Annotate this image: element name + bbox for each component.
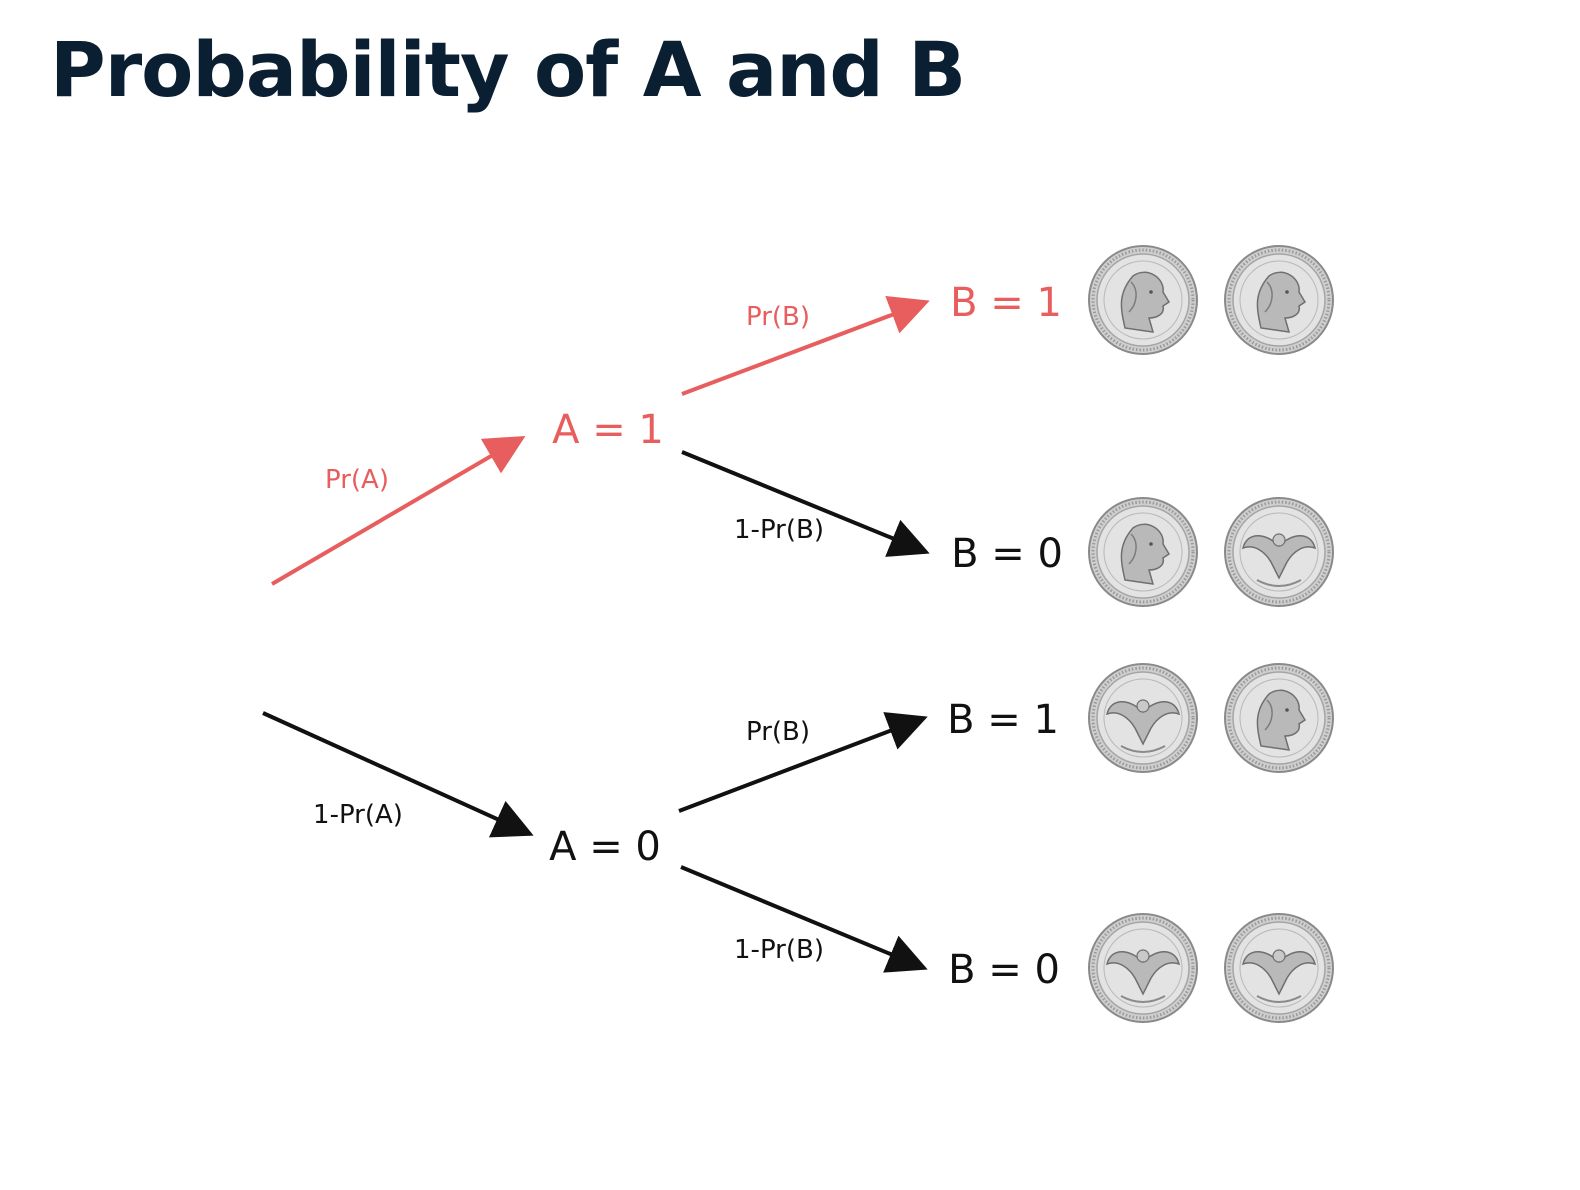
edge-root-to-a1: [270, 435, 526, 586]
edge-label-a0-b1: Pr(B): [746, 717, 810, 747]
edge-label-a1-b1: Pr(B): [746, 302, 810, 332]
edge-a1-to-b1: [681, 295, 930, 396]
coin-heads-icon: [1088, 497, 1198, 607]
page-title: Probability of A and B: [50, 25, 966, 114]
coin-tails-icon: [1088, 913, 1198, 1023]
coin-heads-icon: [1224, 245, 1334, 355]
node-a0-b0: B = 0: [948, 947, 1060, 993]
coin-heads-icon: [1224, 663, 1334, 773]
coin-tails-icon: [1224, 913, 1334, 1023]
node-a1-b0: B = 0: [951, 531, 1063, 577]
edge-a1-to-b0: [681, 450, 930, 557]
edge-label-a0-b0: 1-Pr(B): [734, 935, 824, 965]
node-a0: A = 0: [549, 824, 661, 870]
edge-label-a1-b0: 1-Pr(B): [734, 515, 824, 545]
edge-a0-to-b0: [680, 865, 928, 973]
edge-label-root-a1: Pr(A): [325, 465, 389, 495]
edge-a0-to-b1: [678, 712, 928, 813]
coin-tails-icon: [1224, 497, 1334, 607]
edge-label-root-a0: 1-Pr(A): [313, 800, 403, 830]
node-a0-b1: B = 1: [947, 697, 1059, 743]
edge-root-to-a0: [262, 711, 534, 838]
node-a1-b1: B = 1: [950, 280, 1062, 326]
coin-heads-icon: [1088, 245, 1198, 355]
coin-outcomes: [1088, 245, 1334, 1023]
node-a1: A = 1: [552, 407, 664, 453]
coin-tails-icon: [1088, 663, 1198, 773]
